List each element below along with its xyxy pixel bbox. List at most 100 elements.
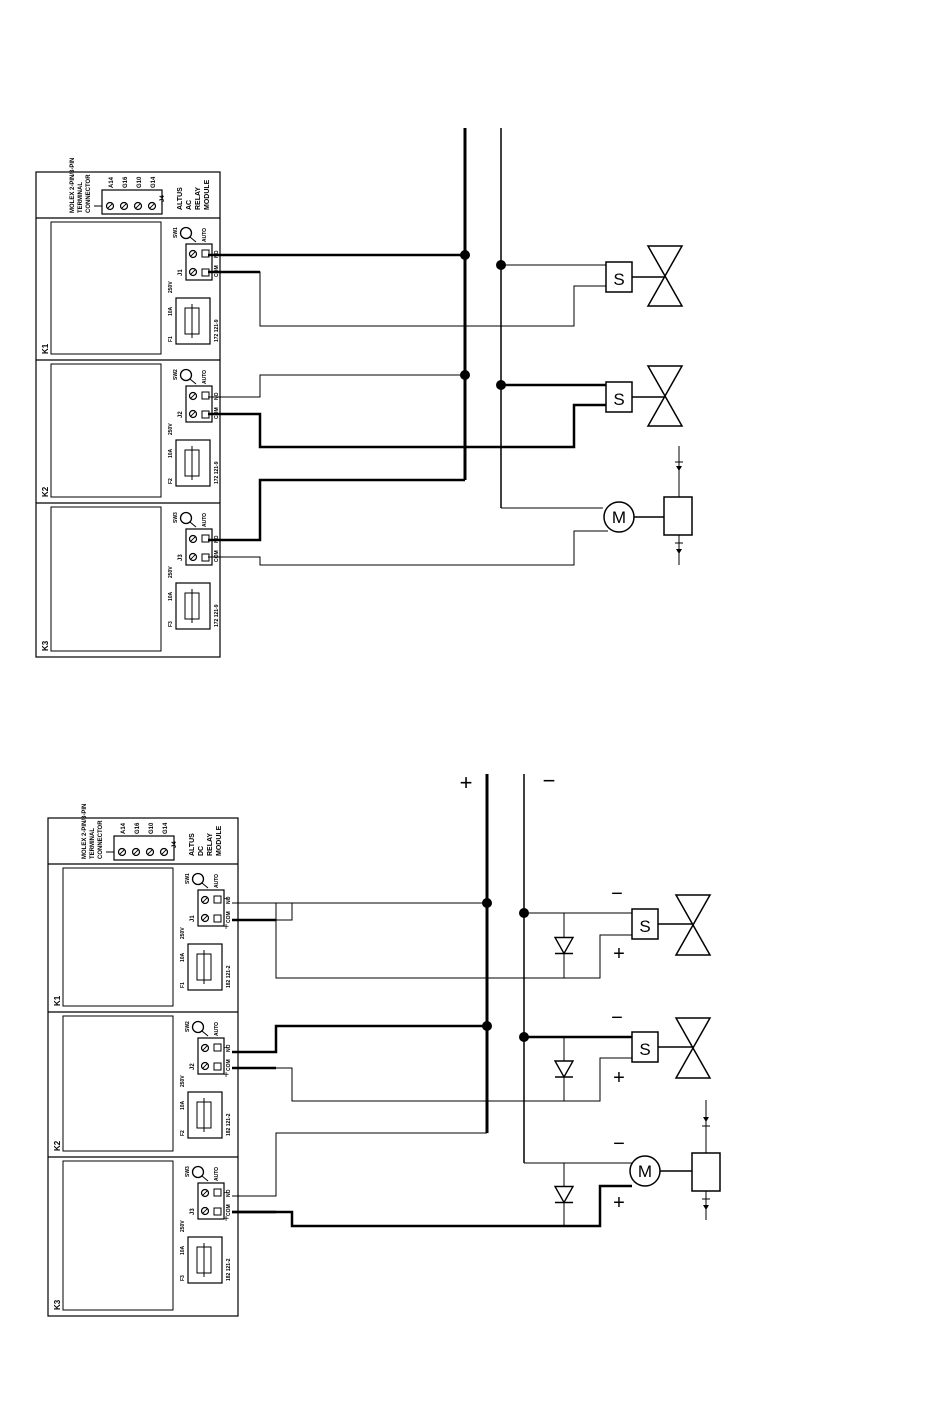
screw-slot: [147, 849, 153, 855]
terminal-clamp: [201, 249, 210, 258]
screw-slot: [190, 393, 196, 399]
fuse-part-label: 182 121-2: [226, 1113, 232, 1136]
screw-slot: [202, 915, 208, 921]
screw-slot: [202, 897, 208, 903]
terminal-label: COM: [214, 550, 220, 562]
plus-label: +: [223, 922, 229, 933]
fuse-holder: [187, 1091, 223, 1139]
terminal-label: NO: [226, 896, 232, 904]
screw-head: [105, 201, 115, 211]
screw-slot: [202, 1063, 208, 1069]
fuse-holder: [175, 439, 211, 487]
relay-body: [50, 221, 162, 355]
screw-slot: [121, 203, 127, 209]
terminal-screw: [188, 267, 198, 277]
switch-label: SW1: [185, 873, 191, 884]
fuse-label: F2: [168, 478, 174, 484]
j4-pin-label: G10: [149, 822, 155, 834]
wire: [232, 1057, 632, 1102]
screw-slot: [149, 203, 155, 209]
arrow-down-icon: [703, 1117, 709, 1122]
screw-head: [119, 201, 129, 211]
fuse-voltage-label: 250V: [168, 281, 174, 293]
screw-slot: [190, 269, 196, 275]
screw-head: [147, 201, 157, 211]
fuse-label: F1: [168, 336, 174, 342]
terminal-label: NO: [226, 1044, 232, 1052]
jack-label: J1: [190, 915, 196, 922]
j4-pin-label: G16: [123, 176, 129, 188]
terminal-clamp: [213, 914, 222, 923]
screw-slot: [107, 203, 113, 209]
terminal-clamp: [213, 895, 222, 904]
relay-name-label: K1: [53, 995, 62, 1006]
connector-label: CONNECTOR: [98, 820, 104, 859]
screw-head: [200, 895, 210, 905]
switch-label: AUTO: [202, 513, 208, 527]
fuse-part-label: 182 121-2: [226, 1258, 232, 1281]
valve-icon: [674, 1017, 712, 1079]
minus-label: −: [223, 1043, 229, 1054]
terminal-clamp: [213, 1188, 222, 1197]
jack-label: J2: [190, 1063, 196, 1070]
relay-body: [50, 363, 162, 498]
screw-head: [188, 391, 198, 401]
minus-label: −: [543, 768, 556, 793]
fuse-rating-label: 10A: [180, 952, 186, 962]
wire: [275, 903, 632, 979]
j4-ref-label: J4: [160, 195, 166, 202]
j4-screw: [131, 847, 141, 857]
switch-lever: [201, 1175, 209, 1182]
solenoid-label: S: [639, 1040, 650, 1059]
screw-head: [188, 534, 198, 544]
screw-head: [200, 1206, 210, 1216]
jack-label: J3: [190, 1208, 196, 1215]
plus-label: +: [613, 943, 625, 965]
j4-screw: [119, 201, 129, 211]
screw-head: [200, 913, 210, 923]
terminal-label: NO: [226, 1189, 232, 1197]
terminal-screw: [200, 1061, 210, 1071]
switch-label: SW1: [173, 227, 179, 238]
relay-body: [50, 506, 162, 652]
manual-switch: [191, 1020, 205, 1034]
connector-label: MOLEX 2-PIN/3-PIN: [70, 158, 76, 213]
valve-lower-triangle: [646, 394, 684, 427]
solenoid-label: S: [613, 270, 624, 289]
terminal-screw: [200, 1206, 210, 1216]
fuse-holder: [175, 582, 211, 630]
j4-pin-label: G14: [151, 176, 157, 188]
terminal-screw: [188, 249, 198, 259]
screw-head: [131, 847, 141, 857]
fuse-holder: [187, 943, 223, 991]
fuse-rating-label: 10A: [168, 591, 174, 601]
minus-label: −: [223, 1188, 229, 1199]
fuse-label: F2: [180, 1130, 186, 1136]
terminal-block: [197, 1182, 225, 1220]
solenoid-label: S: [613, 390, 624, 409]
j4-terminal-block: [101, 189, 163, 215]
arrow-down-icon: [676, 466, 682, 471]
fuse-voltage-label: 250V: [180, 1075, 186, 1087]
relay-body: [62, 1160, 174, 1311]
plus-label: +: [223, 1214, 229, 1225]
motor-label: M: [612, 508, 626, 527]
screw-head: [188, 267, 198, 277]
screw-head: [200, 1188, 210, 1198]
fuse-part-label: 172 121-9: [214, 319, 220, 342]
switch-label: SW2: [185, 1021, 191, 1032]
screw-slot: [119, 849, 125, 855]
jack-label: J2: [178, 411, 184, 418]
terminal-screw: [188, 409, 198, 419]
relay-name-label: K1: [41, 343, 50, 354]
fuse-part-label: 172 121-9: [214, 604, 220, 627]
valve-lower-triangle: [646, 274, 684, 307]
terminal-screw: [200, 1188, 210, 1198]
switch-label: AUTO: [214, 1022, 220, 1036]
screw-slot: [133, 849, 139, 855]
terminal-label: COM: [226, 1059, 232, 1071]
